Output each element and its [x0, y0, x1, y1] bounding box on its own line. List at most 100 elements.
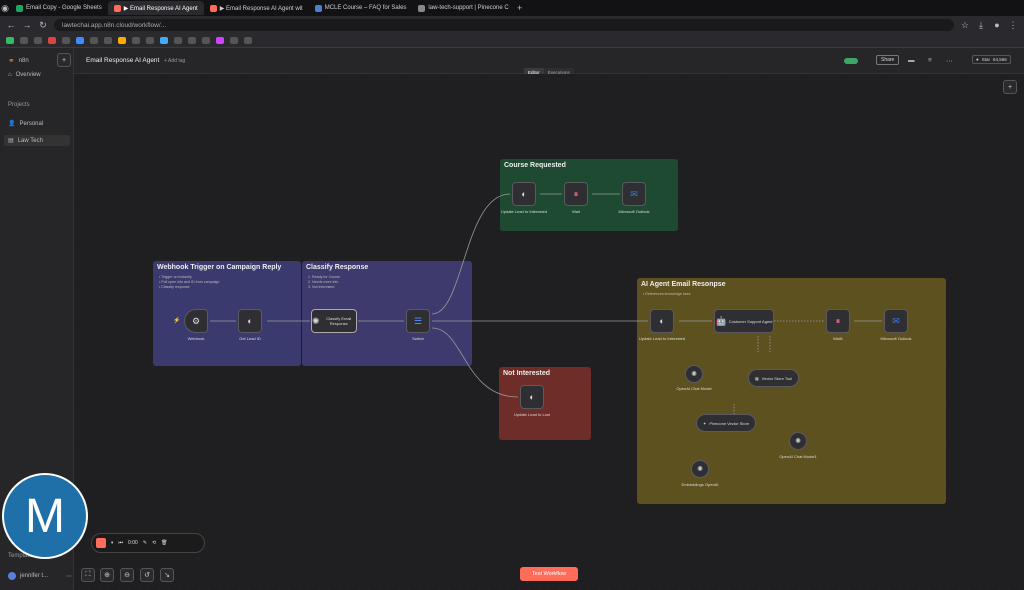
tab-editor[interactable]: Editor [524, 68, 544, 77]
node-wait1[interactable]: ⏸ [826, 309, 850, 333]
presenter-avatar: M [2, 473, 88, 559]
openai-icon: ✺ [691, 371, 697, 378]
database-icon: ▦ [755, 375, 759, 381]
switch-icon: ☰ [413, 315, 423, 326]
sheets-icon [16, 4, 23, 12]
node-label: OpenAI Chat Model1 [779, 454, 817, 459]
browser-tab-5[interactable]: law-tech-support | Pinecone C [412, 1, 514, 15]
sticky-title: Webhook Trigger on Campaign Reply [157, 264, 282, 271]
active-toggle[interactable] [844, 58, 858, 64]
node-outlook-2[interactable]: ✉ [884, 309, 908, 333]
fit-view-button[interactable]: ⛶ [81, 568, 95, 582]
browser-nav-bar: ← → ↻ lawtechai.app.n8n.cloud/workflow/.… [0, 16, 1024, 34]
forward-icon[interactable]: → [22, 20, 32, 30]
node-get-lead[interactable]: ◐ [238, 309, 262, 333]
node-openai-chat-model-1[interactable]: ✺ [789, 432, 807, 450]
sidebar-item-project[interactable]: ▤ Law Tech [4, 135, 70, 146]
download-icon[interactable]: ⤓ [979, 20, 983, 30]
url-bar[interactable]: lawtechai.app.n8n.cloud/workflow/... [54, 19, 954, 31]
n8n-icon [209, 4, 217, 12]
recorder-logo-icon [96, 538, 106, 548]
test-workflow-button[interactable]: Test Workflow [520, 567, 578, 581]
new-tab-icon[interactable]: + [517, 3, 523, 13]
add-tag-link[interactable]: + Add tag [164, 58, 186, 64]
sticky-webhook-trigger[interactable]: Webhook Trigger on Campaign Reply • Trig… [153, 261, 301, 366]
node-update-lead-interested[interactable]: ◐ [512, 182, 536, 206]
user-icon: 👤 [8, 121, 16, 127]
browser-tab-4[interactable]: MCLE Course – FAQ for Sales [309, 1, 413, 15]
projects-header: Projects [8, 102, 30, 108]
node-update-lead-lost[interactable]: ◐ [520, 385, 544, 409]
zoom-in-button[interactable]: ⊕ [100, 568, 114, 582]
add-node-button[interactable]: + [1003, 80, 1017, 94]
browser-tab-2[interactable]: ▶ Email Response AI Agent [107, 1, 204, 15]
menu-icon[interactable]: ⋯ [946, 58, 953, 65]
rewind-icon[interactable]: ⏮ [118, 540, 124, 546]
history-icon[interactable]: ≡ [928, 57, 932, 64]
sidebar-item-personal[interactable]: 👤 Personal [8, 120, 44, 128]
zoom-out-button[interactable]: ⊖ [120, 568, 134, 582]
home-icon: ⌂ [8, 72, 12, 78]
browser-more-icon[interactable]: ⋮ [1008, 20, 1018, 30]
node-outlook[interactable]: ✉ [622, 182, 646, 206]
pause-icon[interactable]: ⏸ [111, 540, 114, 546]
node-vector-store-tool[interactable]: ▦Vector Store Tool [748, 369, 800, 387]
bookmark-star-icon[interactable]: ☆ [960, 20, 970, 30]
node-webhook[interactable]: ⚙ [184, 309, 208, 333]
delete-icon[interactable]: 🗑 [161, 540, 168, 546]
browser-tab-1[interactable]: Email Copy - Google Sheets [10, 1, 108, 15]
instantly-icon: ◐ [521, 188, 527, 199]
node-pinecone-vector-store[interactable]: ✦Pinecone Vector Store [696, 414, 757, 432]
node-switch[interactable]: ☰ [406, 309, 430, 333]
share-button[interactable]: Share [876, 55, 900, 65]
node-update-lead-interested-2[interactable]: ◐ [650, 309, 674, 333]
workflow-name[interactable]: Email Response AI Agent [86, 57, 160, 64]
outlook-icon: ✉ [892, 315, 900, 326]
openai-icon: ✺ [795, 438, 801, 445]
profile-icon[interactable]: ● [994, 20, 1000, 30]
node-label: Update Lead to Interested [638, 336, 686, 341]
openai-icon: ✺ [697, 466, 703, 473]
trigger-bolt-icon: ⚡ [173, 318, 181, 324]
pinecone-icon: ✦ [703, 420, 707, 426]
sidebar-item-templates[interactable]: Templates [8, 553, 36, 559]
draw-icon[interactable]: ✎ [142, 540, 147, 546]
layers-icon: ▤ [8, 138, 14, 144]
docs-icon [314, 4, 322, 12]
reload-icon[interactable]: ↻ [39, 20, 47, 30]
tidy-up-button[interactable]: ↘ [160, 568, 174, 582]
node-classify[interactable]: ✺ Classify Email Response [311, 309, 357, 333]
reset-zoom-button[interactable]: ↺ [140, 568, 154, 582]
back-icon[interactable]: ← [6, 20, 16, 30]
more-icon[interactable]: ⋯ [66, 573, 73, 580]
add-button[interactable]: + [57, 53, 71, 67]
node-openai-chat-model[interactable]: ✺ [685, 365, 703, 383]
node-label: Get Lead ID [239, 336, 261, 341]
node-wait[interactable]: ⏸ [564, 182, 588, 206]
restart-icon[interactable]: ⟲ [151, 540, 157, 546]
bookmarks-bar [0, 34, 1024, 48]
connection-switch-course [431, 193, 511, 315]
n8n-logo[interactable]: ⚭ n8n [8, 56, 29, 65]
node-support-agent[interactable]: 🤖 Customer Support Agent [714, 309, 774, 333]
browser-menu-icon[interactable]: ◉ [1, 3, 9, 13]
node-label: Update Lead to Interested [500, 209, 548, 214]
instantly-icon: ◐ [247, 315, 253, 326]
connection-switch-lost [431, 327, 519, 398]
openai-icon: ✺ [312, 315, 320, 326]
node-embeddings-openai[interactable]: ✺ [691, 460, 709, 478]
save-icon[interactable]: ▬ [908, 57, 915, 64]
outlook-icon: ✉ [630, 188, 638, 199]
sticky-not-interested[interactable]: Not Interested [499, 367, 591, 440]
node-label: Wait [572, 209, 580, 214]
workflow-canvas[interactable]: + Webhook Trigger on Campaign Reply • Tr… [74, 74, 1024, 590]
user-menu[interactable]: jennifer t... ⋯ [8, 572, 72, 580]
github-star-button[interactable]: ● Star 64,566 [972, 55, 1011, 64]
node-label: OpenAI Chat Model [676, 386, 712, 391]
sidebar-item-overview[interactable]: ⌂ Overview [8, 72, 41, 78]
node-label: Microsoft Outlook [618, 209, 650, 214]
tab-executions[interactable]: Executions [543, 68, 574, 77]
browser-tab-3[interactable]: ▶ Email Response AI Agent wit [204, 1, 309, 15]
avatar [8, 572, 16, 580]
